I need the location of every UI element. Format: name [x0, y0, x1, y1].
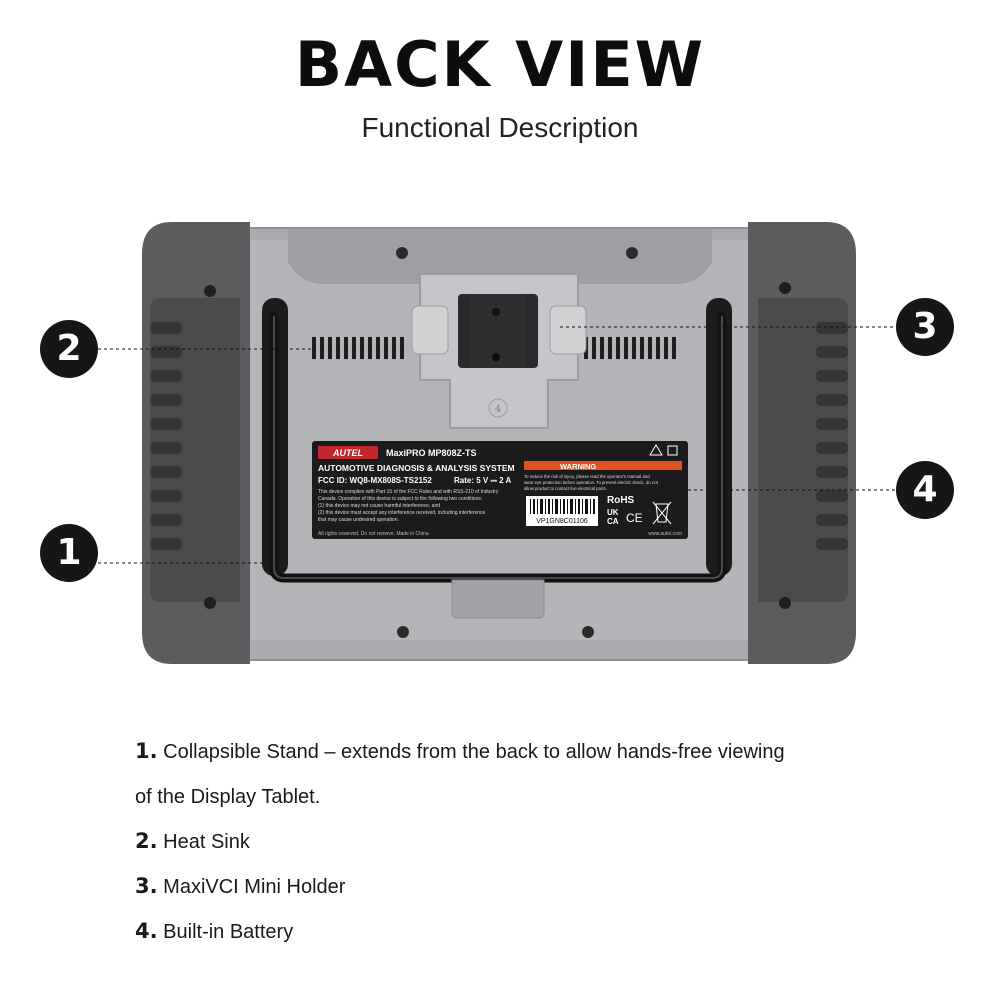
description-item-3: 3. MaxiVCI Mini Holder: [135, 874, 345, 899]
compliance-text: (2) this device must accept any interfer…: [318, 510, 486, 516]
screw-hole: [582, 626, 594, 638]
description-text: Heat Sink: [163, 831, 250, 853]
system-name: AUTOMOTIVE DIAGNOSIS & ANALYSIS SYSTEM: [318, 463, 515, 473]
description-number: 1.: [135, 739, 158, 763]
page-title: BACK VIEW: [294, 28, 706, 101]
brand-logo: AUTEL: [332, 448, 363, 458]
rohs-mark: RoHS: [607, 495, 635, 506]
right-rubber-bumper: [748, 222, 856, 664]
device-label: AUTEL MaxiPRO MP808Z-TS AUTOMOTIVE DIAGN…: [312, 441, 688, 539]
heat-sink-right: [584, 337, 676, 359]
description-number: 2.: [135, 829, 158, 853]
screw-hole: [396, 247, 408, 259]
description-item-1: 1. Collapsible Stand – extends from the …: [135, 739, 785, 764]
model-name: MaxiPRO MP808Z-TS: [386, 448, 477, 458]
callout-badge-2: 2: [40, 320, 98, 378]
label-website: www.autel.com: [648, 531, 682, 537]
weee-bin-icon: [652, 501, 672, 525]
device-back-illustration: 4 AUTEL MaxiPRO MP808Z-TS AUTOMOTIVE DIA…: [98, 222, 898, 664]
description-text: Built-in Battery: [163, 921, 294, 943]
warning-text: To reduce the risk of injury, please rea…: [524, 474, 650, 479]
page-subtitle: Functional Description: [361, 112, 639, 143]
left-rubber-bumper: [142, 222, 250, 664]
ukca-mark: CA: [607, 517, 619, 526]
screw-hole: [626, 247, 638, 259]
description-text: of the Display Tablet.: [135, 786, 321, 808]
warning-text: allow product to contact live electrical…: [524, 486, 607, 491]
holder-number: 4: [495, 404, 501, 415]
description-text: MaxiVCI Mini Holder: [163, 876, 346, 898]
screw-hole: [397, 626, 409, 638]
description-number: 4.: [135, 919, 158, 943]
vci-mini-holder: 4: [411, 273, 587, 429]
compliance-text: This device complies with Part 15 of the…: [318, 489, 499, 495]
compliance-text: (1) this device may not cause harmful in…: [318, 503, 440, 509]
label-footer: All rights reserved. Do not remove. Made…: [318, 531, 429, 537]
description-item-4: 4. Built-in Battery: [135, 919, 293, 944]
compliance-text: Canada. Operation of this device is subj…: [318, 496, 482, 502]
description-item-1-continued: of the Display Tablet.: [135, 786, 320, 809]
warning-text: wear eye protection before operation. To…: [524, 480, 659, 485]
description-number: 3.: [135, 874, 158, 898]
fcc-id: FCC ID: WQ8-MX808S-TS2152: [318, 476, 432, 485]
ce-mark: CE: [626, 511, 643, 525]
serial-number: VP1GN8C01106: [536, 518, 588, 525]
rating: Rate: 5 V ⎓ 2 A: [454, 476, 511, 485]
ukca-mark: UK: [607, 508, 619, 517]
warning-heading: WARNING: [560, 462, 596, 471]
callout-badge-4: 4: [896, 461, 954, 519]
compliance-text: that may cause undesired operation.: [318, 517, 399, 523]
heat-sink-left: [312, 337, 404, 359]
callout-badge-3: 3: [896, 298, 954, 356]
warning-triangle-icon: [649, 444, 663, 456]
description-item-2: 2. Heat Sink: [135, 829, 250, 854]
description-text: Collapsible Stand – extends from the bac…: [163, 741, 785, 763]
manual-icon: [667, 445, 678, 456]
callout-badge-1: 1: [40, 524, 98, 582]
